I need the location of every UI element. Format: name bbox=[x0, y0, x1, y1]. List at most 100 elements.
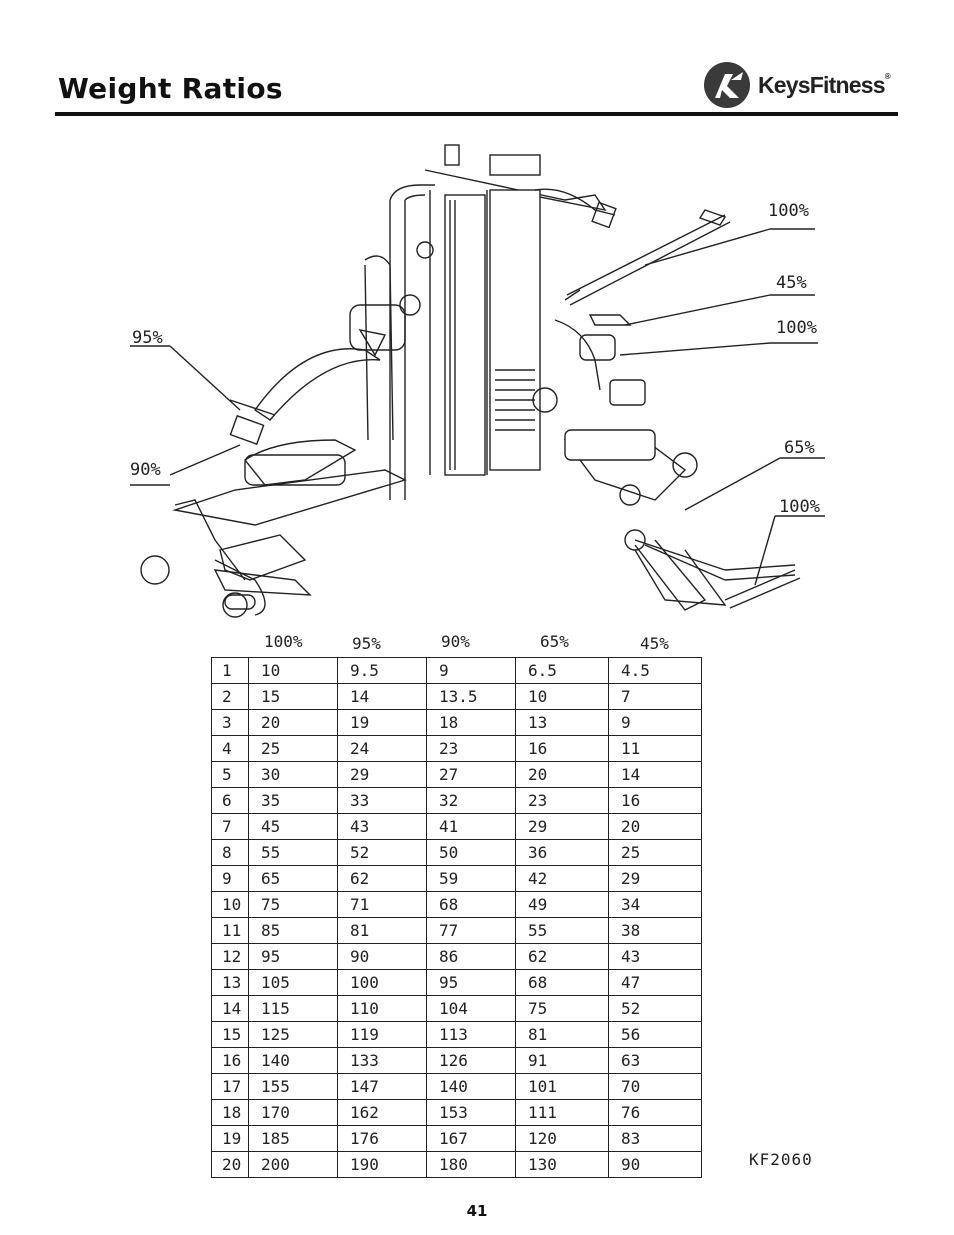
table-cell: 20 bbox=[248, 709, 338, 736]
logo-text-bold: Fitness bbox=[809, 72, 886, 98]
table-cell: 50 bbox=[426, 839, 516, 866]
table-cell: 115 bbox=[248, 995, 338, 1022]
table-cell: 15 bbox=[248, 683, 338, 710]
table-cell: 65 bbox=[248, 865, 338, 892]
callout-lat-bar: 100% bbox=[768, 201, 809, 221]
table-cell: 167 bbox=[426, 1125, 516, 1152]
page-number: 41 bbox=[466, 1202, 488, 1220]
multi-station-gym-drawing bbox=[130, 144, 825, 618]
table-cell: 126 bbox=[426, 1047, 516, 1074]
brand-logo: KeysFitness® bbox=[703, 60, 898, 110]
keys-fitness-logo-icon bbox=[704, 62, 750, 108]
table-cell: 77 bbox=[426, 917, 516, 944]
table-cell: 83 bbox=[608, 1125, 702, 1152]
table-cell: 140 bbox=[248, 1047, 338, 1074]
col-header-100: 100% bbox=[264, 632, 303, 651]
row-index-cell: 19 bbox=[211, 1125, 249, 1152]
table-cell: 125 bbox=[248, 1021, 338, 1048]
table-cell: 133 bbox=[337, 1047, 427, 1074]
table-cell: 180 bbox=[426, 1151, 516, 1178]
row-index-cell: 14 bbox=[211, 995, 249, 1022]
table-cell: 16 bbox=[608, 787, 702, 814]
table-cell: 35 bbox=[248, 787, 338, 814]
table-cell: 29 bbox=[608, 865, 702, 892]
table-cell: 170 bbox=[248, 1099, 338, 1126]
table-cell: 41 bbox=[426, 813, 516, 840]
table-cell: 43 bbox=[608, 943, 702, 970]
table-cell: 130 bbox=[515, 1151, 609, 1178]
table-cell: 90 bbox=[337, 943, 427, 970]
table-cell: 9 bbox=[608, 709, 702, 736]
table-cell: 153 bbox=[426, 1099, 516, 1126]
row-index-cell: 4 bbox=[211, 735, 249, 762]
table-cell: 36 bbox=[515, 839, 609, 866]
table-cell: 16 bbox=[515, 735, 609, 762]
table-cell: 43 bbox=[337, 813, 427, 840]
table-cell: 113 bbox=[426, 1021, 516, 1048]
table-cell: 56 bbox=[608, 1021, 702, 1048]
table-cell: 81 bbox=[515, 1021, 609, 1048]
table-cell: 13.5 bbox=[426, 683, 516, 710]
table-cell: 75 bbox=[515, 995, 609, 1022]
row-index-cell: 10 bbox=[211, 891, 249, 918]
row-index-cell: 11 bbox=[211, 917, 249, 944]
table-cell: 9 bbox=[426, 657, 516, 684]
table-cell: 34 bbox=[608, 891, 702, 918]
table-cell: 100 bbox=[337, 969, 427, 996]
table-cell: 91 bbox=[515, 1047, 609, 1074]
table-cell: 62 bbox=[337, 865, 427, 892]
table-cell: 76 bbox=[608, 1099, 702, 1126]
table-cell: 185 bbox=[248, 1125, 338, 1152]
table-cell: 120 bbox=[515, 1125, 609, 1152]
table-cell: 68 bbox=[426, 891, 516, 918]
row-index-cell: 16 bbox=[211, 1047, 249, 1074]
table-cell: 90 bbox=[608, 1151, 702, 1178]
table-cell: 155 bbox=[248, 1073, 338, 1100]
table-cell: 55 bbox=[248, 839, 338, 866]
table-cell: 32 bbox=[426, 787, 516, 814]
table-cell: 38 bbox=[608, 917, 702, 944]
row-index-cell: 12 bbox=[211, 943, 249, 970]
callout-seat-press: 90% bbox=[130, 460, 161, 480]
table-cell: 104 bbox=[426, 995, 516, 1022]
table-cell: 25 bbox=[248, 735, 338, 762]
row-index-cell: 13 bbox=[211, 969, 249, 996]
col-header-65: 65% bbox=[540, 632, 569, 651]
table-cell: 86 bbox=[426, 943, 516, 970]
row-index-cell: 3 bbox=[211, 709, 249, 736]
table-cell: 29 bbox=[337, 761, 427, 788]
table-cell: 101 bbox=[515, 1073, 609, 1100]
table-cell: 33 bbox=[337, 787, 427, 814]
table-cell: 25 bbox=[608, 839, 702, 866]
table-cell: 75 bbox=[248, 891, 338, 918]
model-code: KF2060 bbox=[749, 1150, 813, 1169]
table-cell: 147 bbox=[337, 1073, 427, 1100]
table-cell: 19 bbox=[337, 709, 427, 736]
table-cell: 29 bbox=[515, 813, 609, 840]
table-cell: 52 bbox=[608, 995, 702, 1022]
row-index-cell: 6 bbox=[211, 787, 249, 814]
logo-wordmark: KeysFitness® bbox=[758, 72, 891, 98]
table-cell: 95 bbox=[426, 969, 516, 996]
row-index-cell: 7 bbox=[211, 813, 249, 840]
table-cell: 119 bbox=[337, 1021, 427, 1048]
row-index-cell: 1 bbox=[211, 657, 249, 684]
row-index-cell: 8 bbox=[211, 839, 249, 866]
table-cell: 70 bbox=[608, 1073, 702, 1100]
table-cell: 14 bbox=[337, 683, 427, 710]
row-index-cell: 20 bbox=[211, 1151, 249, 1178]
